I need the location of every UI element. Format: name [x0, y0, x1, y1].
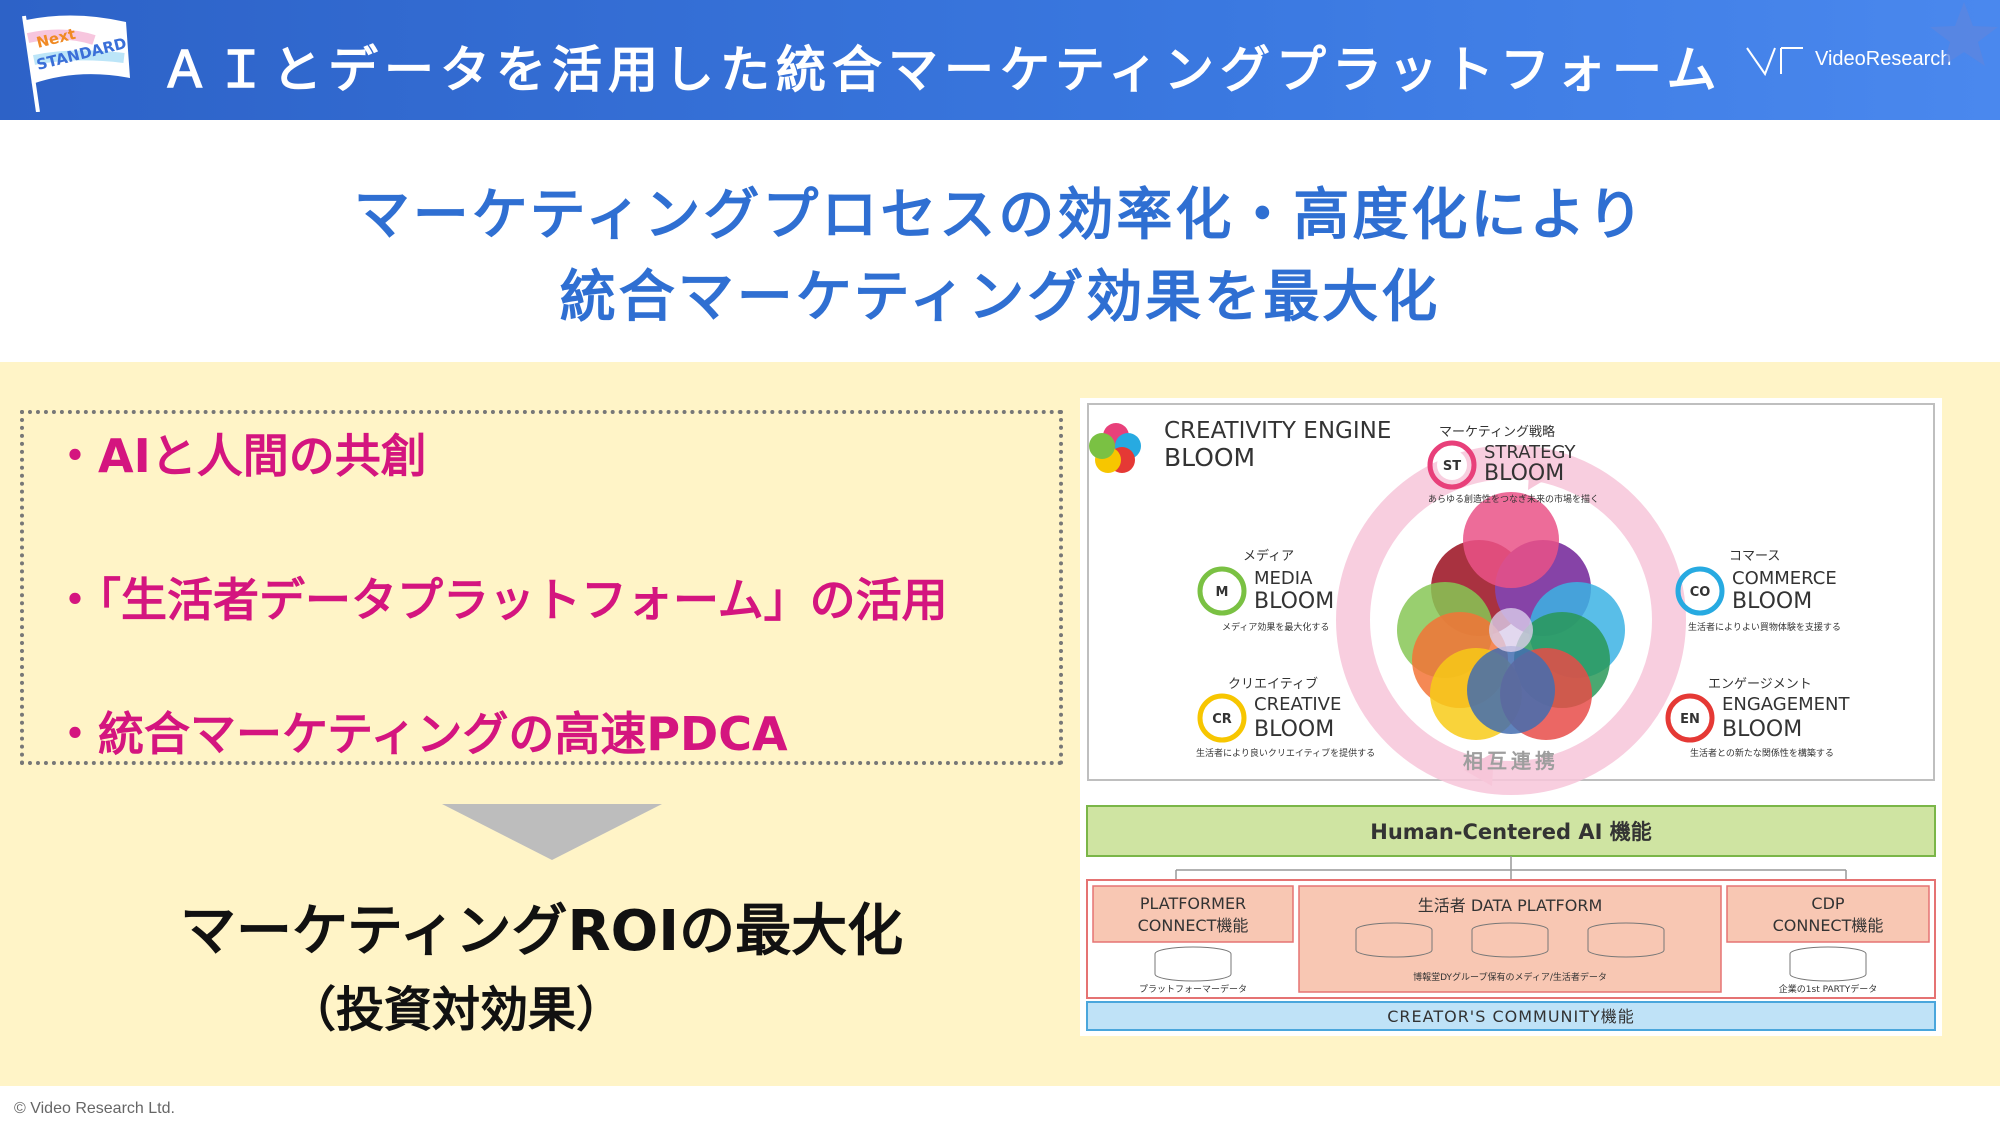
- bloom-platform-diagram: CREATIVITY ENGINE BLOOM 相互連携 マーケティング戦略 S…: [1080, 398, 1942, 1036]
- mutual-cycle-ring: [1336, 445, 1686, 795]
- module-name: COMMERCE: [1732, 568, 1837, 589]
- bullet-item: ・AIと人間の共創: [52, 429, 427, 483]
- star-icon: [1930, 2, 1998, 66]
- header-title: ＡＩとデータを活用した統合マーケティングプラットフォーム: [160, 41, 1723, 99]
- cdp-connect: CDP CONNECT機能 企業の1st PARTYデータ: [1726, 885, 1930, 995]
- module-name: MEDIA: [1254, 568, 1313, 589]
- platformer-connect: PLATFORMER CONNECT機能 プラットフォーマーデータ: [1092, 885, 1294, 995]
- creator-community-label: CREATOR'S COMMUNITY機能: [1387, 1007, 1635, 1026]
- center-flower: [1397, 492, 1625, 740]
- down-arrow-icon: [442, 804, 662, 860]
- database-icon: [1587, 922, 1665, 958]
- module-name: BLOOM: [1254, 589, 1334, 614]
- ai-function-bar: [1086, 805, 1936, 857]
- module-desc: 生活者によりよい買物体験を支援する: [1688, 621, 1841, 633]
- module-commerce: コマース CO COMMERCE BLOOM 生活者によりよい買物体験を支援する: [1675, 549, 1841, 633]
- engine-title-line1: CREATIVITY ENGINE: [1164, 418, 1391, 444]
- cycle-arrowhead: [1528, 456, 1558, 490]
- headline-line-1: マーケティングプロセスの効率化・高度化により: [353, 183, 1647, 248]
- module-badge: CO: [1690, 585, 1711, 600]
- cycle-arrowhead: [1464, 752, 1494, 786]
- center-label: 相互連携: [1463, 749, 1559, 773]
- videoresearch-logo-icon: [1746, 47, 1803, 77]
- bloom-logo-icon: [1089, 423, 1141, 473]
- creator-community-bar: [1086, 1001, 1936, 1031]
- module-name: BLOOM: [1722, 717, 1802, 742]
- copyright-footer: © Video Research Ltd.: [14, 1100, 175, 1117]
- cdp-caption: 企業の1st PARTYデータ: [1779, 983, 1877, 995]
- module-badge: M: [1216, 585, 1229, 600]
- module-desc: 生活者との新たな関係性を構築する: [1690, 747, 1834, 759]
- module-category: マーケティング戦略: [1439, 424, 1555, 440]
- module-desc: あらゆる創造性をつなぎ未来の市場を描く: [1428, 493, 1599, 505]
- module-category: コマース: [1729, 549, 1780, 564]
- module-category: メディア: [1243, 548, 1294, 564]
- brand-text: VideoResearch: [1815, 48, 1952, 70]
- next-standard-flag-logo: Next STANDARD: [22, 15, 130, 112]
- database-icon: [1355, 922, 1433, 958]
- bullet-item: ・統合マーケティングの高速PDCA: [52, 707, 788, 761]
- platformer-label: CONNECT機能: [1138, 916, 1249, 935]
- platformer-label: PLATFORMER: [1140, 894, 1246, 913]
- data-platform-caption: 博報堂DYグループ保有のメディア/生活者データ: [1413, 971, 1607, 983]
- roi-result-title: マーケティングROIの最大化: [180, 899, 904, 964]
- module-name: STRATEGY: [1484, 442, 1577, 463]
- cdp-label: CDP: [1811, 894, 1844, 913]
- database-icon: [1471, 922, 1549, 958]
- module-strategy: マーケティング戦略 ST STRATEGY BLOOM あらゆる創造性をつなぎ未…: [1427, 424, 1599, 505]
- module-name: CREATIVE: [1254, 694, 1341, 715]
- platformer-caption: プラットフォーマーデータ: [1139, 983, 1247, 995]
- consumer-data-platform: 生活者 DATA PLATFORM 博報堂DYグループ保有のメディア/生活者デー…: [1298, 885, 1722, 993]
- module-desc: メディア効果を最大化する: [1222, 621, 1329, 633]
- module-name: ENGAGEMENT: [1722, 694, 1850, 715]
- module-name: BLOOM: [1254, 717, 1334, 742]
- cdp-label: CONNECT機能: [1773, 916, 1884, 935]
- headline-line-2: 統合マーケティング効果を最大化: [559, 265, 1441, 330]
- bullet-item: ・「生活者データプラットフォーム」の活用: [52, 573, 948, 627]
- engine-title-line2: BLOOM: [1164, 443, 1255, 472]
- header-bar: Next STANDARD ＡＩとデータを活用した統合マーケティングプラットフォ…: [0, 0, 2000, 120]
- ai-function-label: Human-Centered AI 機能: [1370, 820, 1651, 844]
- module-badge: CR: [1212, 712, 1232, 727]
- data-platform-title: 生活者 DATA PLATFORM: [1418, 896, 1603, 915]
- module-category: エンゲージメント: [1708, 677, 1812, 692]
- module-badge: ST: [1443, 459, 1461, 474]
- module-engagement: エンゲージメント EN ENGAGEMENT BLOOM 生活者との新たな関係性…: [1665, 677, 1850, 759]
- module-name: BLOOM: [1732, 589, 1812, 614]
- module-name: BLOOM: [1484, 461, 1564, 486]
- module-media: メディア M MEDIA BLOOM メディア効果を最大化する: [1197, 548, 1334, 633]
- bullet-list-box: ・AIと人間の共創 ・「生活者データプラットフォーム」の活用 ・統合マーケティン…: [20, 410, 1063, 765]
- roi-result-subtitle: （投資対効果）: [288, 982, 625, 1038]
- module-creative: クリエイティブ CR CREATIVE BLOOM 生活者により良いクリエイティ…: [1196, 676, 1375, 759]
- module-desc: 生活者により良いクリエイティブを提供する: [1196, 747, 1375, 759]
- module-badge: EN: [1680, 712, 1700, 727]
- module-category: クリエイティブ: [1228, 676, 1318, 692]
